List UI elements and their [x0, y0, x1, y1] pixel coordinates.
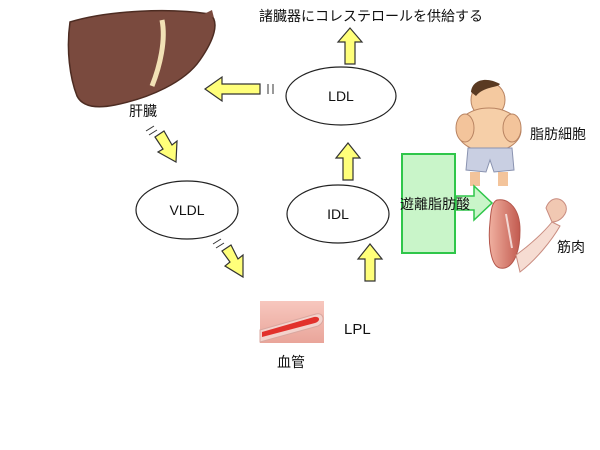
vldl-label: VLDL — [169, 202, 204, 218]
ldl-node: LDL — [285, 66, 397, 126]
lpl-label: LPL — [344, 321, 371, 338]
adipocyte-person-icon — [455, 79, 522, 186]
blood-vessel-icon — [259, 301, 324, 343]
liver-icon — [67, 9, 216, 108]
arrow-vldl-to-lpl-dashes — [212, 238, 225, 249]
arrow-lpl-to-idl — [356, 243, 384, 282]
blood-vessel-label: 血管 — [277, 355, 305, 371]
adipocyte-label: 脂肪細胞 — [530, 127, 586, 143]
organ-supply-label: 諸臓器にコレステロールを供給する — [259, 9, 483, 25]
arrow-up-to-organs — [336, 27, 364, 65]
arrow-ldl-to-liver — [203, 75, 261, 103]
arrow-liver-to-vldl — [154, 130, 178, 163]
idl-label: IDL — [327, 206, 349, 222]
arrow-ldl-to-liver-dashes — [267, 84, 274, 94]
muscle-arm-icon — [488, 198, 567, 273]
arrow-liver-to-vldl-dashes — [145, 125, 158, 136]
arrow-vldl-to-lpl — [221, 244, 244, 279]
muscle-label: 筋肉 — [557, 240, 585, 256]
ffa-arrow — [455, 184, 494, 222]
free-fatty-acid-box — [401, 153, 456, 254]
ldl-label: LDL — [328, 88, 354, 104]
arrow-idl-to-ldl — [334, 142, 362, 181]
free-fatty-acid-label: 遊離脂肪酸 — [400, 197, 470, 213]
idl-node: IDL — [286, 184, 390, 244]
liver-label: 肝臓 — [129, 104, 157, 120]
vldl-node: VLDL — [135, 180, 239, 240]
